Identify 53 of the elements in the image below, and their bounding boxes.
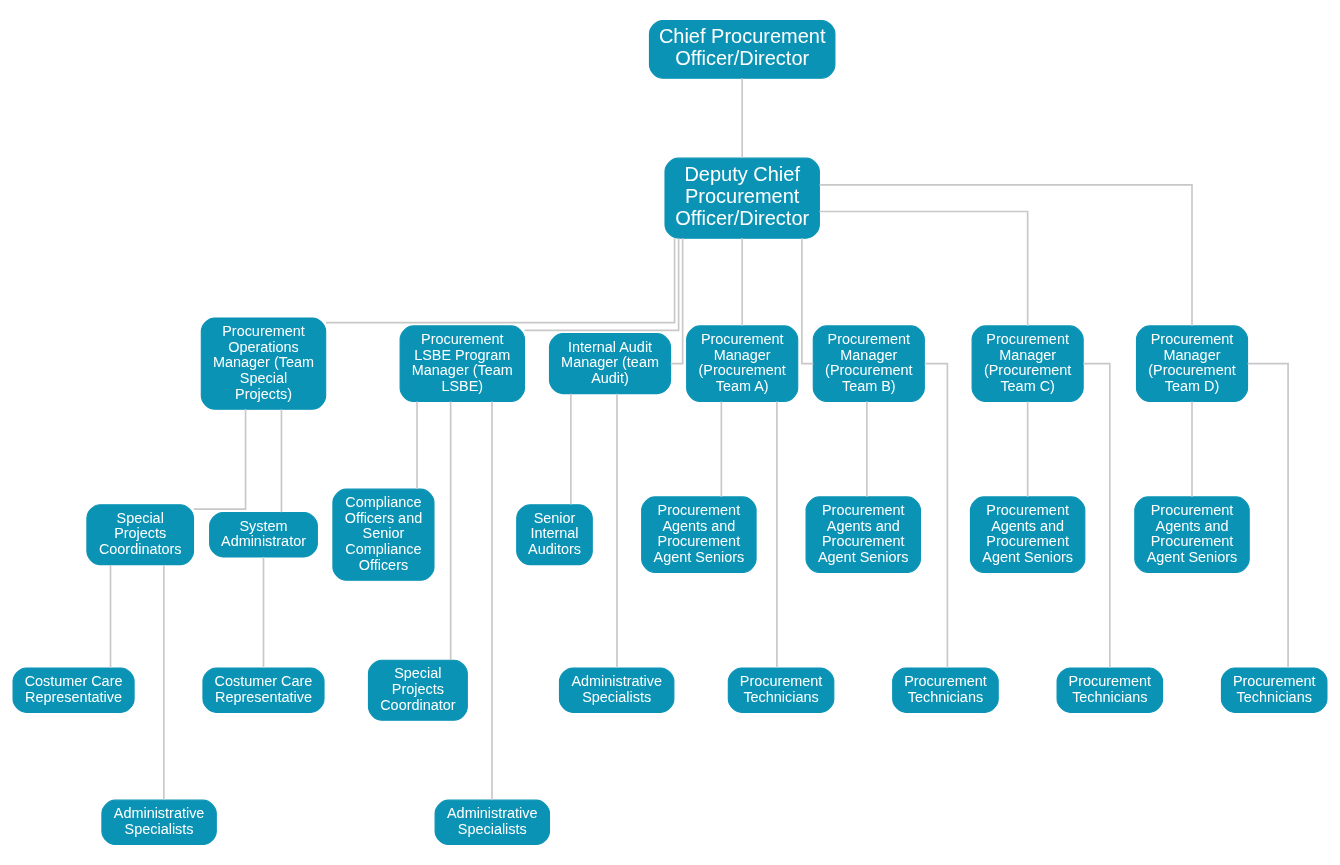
connector [523,237,680,332]
node-box: Procurement Operations Manager (Team Special Projects) [200,317,327,410]
node-box: Costumer Care Representative [202,667,325,713]
node-box: Special Projects Coordinators [86,504,195,566]
connector [1082,362,1111,669]
node-box: Chief Procurement Officer/Director [648,19,836,79]
node-box: Administrative Specialists [558,667,675,713]
node-box: Procurement Technicians [1220,667,1328,713]
connector [741,237,744,327]
connector [923,362,949,669]
node-box: Procurement Agents and Procurement Agent Seniors [1134,496,1250,573]
node-box: System Administrator [209,511,318,558]
node-box: Internal Audit Manager (team Audit) [548,333,672,395]
connector [162,564,165,801]
connector [720,400,723,498]
node-box: Procurement Technicians [727,667,835,713]
node-box: Procurement Manager (Procurement Team B) [812,325,925,402]
node-box: Senior Internal Auditors [516,504,593,566]
connector [818,184,1193,327]
connector [866,400,868,498]
connector [741,77,744,159]
connector [109,564,112,669]
connector [491,400,493,801]
node-box: Administrative Specialists [434,799,551,846]
connector [416,400,418,490]
connector [262,556,265,669]
connector [192,408,247,510]
node-box: Procurement Technicians [892,667,999,713]
node-box: Procurement Technicians [1056,667,1164,713]
node-box: Procurement Manager (Procurement Team D) [1135,325,1249,402]
node-box: Procurement Manager (Procurement Team C) [971,325,1084,402]
connector [801,237,815,365]
node-box: Deputy Chief Procurement Officer/Director [664,157,820,239]
connector [449,400,452,661]
connector [325,237,676,324]
node-box: Procurement Agents and Procurement Agent Seniors [805,496,921,573]
connector [669,237,684,365]
node-box: Procurement LSBE Program Manager (Team LSBE) [399,325,526,402]
connector [776,400,778,669]
connector [570,393,572,506]
node-box: Procurement Agents and Procurement Agent Seniors [641,496,757,573]
connector [1191,400,1193,498]
connector [616,392,618,669]
node-box: Special Projects Coordinator [367,659,468,721]
node-box: Administrative Specialists [101,799,217,846]
connector [280,408,283,514]
connector [1246,362,1289,669]
connector [1026,400,1029,498]
connector [818,210,1029,327]
node-box: Procurement Manager (Procurement Team A) [686,325,799,402]
node-box: Compliance Officers and Senior Compliance Officers [332,488,435,581]
node-box: Procurement Agents and Procurement Agent Seniors [969,496,1086,573]
node-box: Costumer Care Representative [12,667,135,713]
